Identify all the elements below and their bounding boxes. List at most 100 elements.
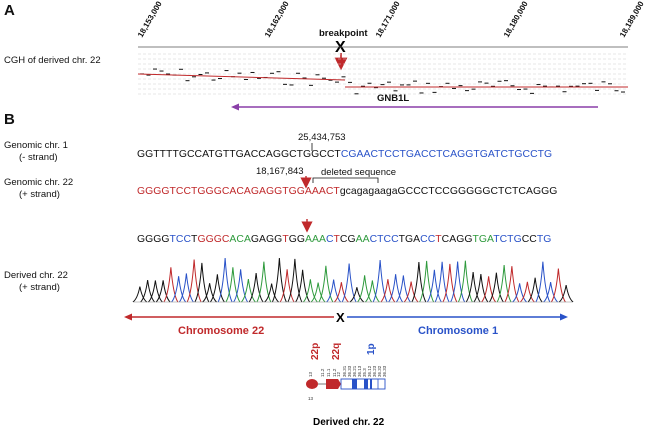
derived-seq-run: TGA (399, 234, 421, 245)
chromatogram-peak (481, 276, 496, 303)
chromatogram-peak (163, 267, 179, 303)
breakpoint-label: breakpoint (319, 28, 368, 39)
ideogram-label-1p: 1p (366, 343, 377, 355)
chromatogram-peak (395, 275, 411, 303)
chrom22-label: Chromosome 22 (178, 325, 264, 337)
coord-ticks: 18,153,000 18,162,000 18,171,000 18,180,… (136, 0, 646, 39)
chromatogram-peak (473, 273, 489, 303)
chromatogram-peak (357, 275, 373, 303)
chromatogram-peak (225, 267, 241, 303)
chrom1-arrowhead (560, 313, 568, 321)
chr1-seq-blue: CGAACTCCTGACCTCAGGTGATCTGCCTG (341, 149, 552, 160)
cgh-label: CGH of derived chr. 22 (4, 55, 101, 66)
chromatogram-peak (155, 280, 171, 303)
derived-label: Derived chr. 22 (4, 270, 68, 281)
chromatogram-peak (403, 281, 419, 303)
ideogram-band-22-12: 12 (336, 371, 341, 377)
derived-chromosome-ideogram: 22p 22q 1p 13 11.2 11.1 11.2 12 36.31 36… (306, 343, 387, 401)
derived-seq-run: CAGG (442, 234, 473, 245)
chromatogram-peak (365, 280, 380, 303)
gene-label: GNB1L (377, 93, 409, 104)
ideogram-band-1-a: 36.31 (342, 365, 347, 377)
derived-seq-run: T (435, 234, 442, 245)
chromatogram-peak (217, 258, 233, 303)
gene-span-arrowhead (231, 103, 239, 111)
derived-seq-run: GGGG (137, 234, 170, 245)
derived-strand-label: (+ strand) (19, 282, 60, 293)
chromatogram-peak (496, 264, 512, 303)
deleted-sequence-bracket (312, 177, 379, 183)
coord-tick-1: 18,153,000 (136, 0, 164, 39)
ideogram-band-3 (370, 379, 372, 389)
chromatogram-peak (426, 269, 442, 303)
chromatogram-peak (388, 274, 404, 303)
chr22-strand-label: (+ strand) (19, 189, 60, 200)
chr1-label: Genomic chr. 1 (4, 140, 68, 151)
derived-seq-run: TG (537, 234, 552, 245)
ideogram-label-22p: 22p (310, 343, 321, 360)
chromatogram-peak (318, 265, 334, 303)
chromatogram-peak (178, 273, 194, 303)
derived-seq-run: GAGG (251, 234, 282, 245)
chromatogram-peak (186, 259, 202, 303)
chr1-sequence: GGTTTTGCCATGTTGACCAGGCTGGCCTCGAACTCCTGAC… (137, 149, 552, 160)
derived-seq-run: TGA (472, 234, 494, 245)
chromatogram-peak (287, 258, 303, 303)
chromatogram-peak (520, 281, 535, 303)
chromatogram-peak (310, 282, 326, 303)
chromatogram-peak (295, 269, 311, 303)
chromatogram-peak (434, 261, 450, 303)
deleted-sequence-label: deleted sequence (321, 167, 396, 178)
derived-seq-run: T (282, 234, 289, 245)
derived-seq-run: CG (340, 234, 356, 245)
chrom22-arrowhead (124, 313, 132, 321)
ideogram-caption: Derived chr. 22 (313, 417, 385, 428)
chromatogram-peak (558, 284, 574, 303)
chromatogram-peak (233, 269, 249, 303)
derived-seq-run: CTCC (370, 234, 400, 245)
ideogram-band-1-d: 36.13 (357, 365, 362, 377)
chr22-coord: 18,167,843 (256, 166, 304, 177)
breakpoint-x-mark: X (335, 39, 346, 56)
derived-seq-run: CC (522, 234, 538, 245)
chromatogram-peak (543, 282, 558, 303)
ideogram-band-22-13-low: 13 (308, 396, 314, 401)
ideogram-label-22q: 22q (331, 343, 342, 360)
chr1-seq-black: GGTTTTGCCATGTTGACCAGGCTGGCCT (137, 149, 341, 160)
chromatogram-peak (334, 282, 349, 303)
cgh-gridlines (138, 53, 628, 95)
chromatogram-peak (504, 266, 520, 303)
ideogram-band-22-11-2b: 11.2 (332, 368, 337, 377)
ideogram-22q-arm (326, 379, 341, 389)
panel-b-label: B (4, 111, 15, 128)
chromatogram-peak (411, 262, 427, 303)
chromatogram-peak (264, 283, 279, 303)
chromatogram-peak (209, 274, 225, 303)
derived-seq-run: T (191, 234, 198, 245)
derived-seq-run: TCC (170, 234, 192, 245)
ideogram-chr1-arm (340, 378, 386, 390)
cgh-segment-left (137, 73, 346, 81)
chromatogram-peak (140, 280, 155, 303)
cgh-probe-marks (140, 68, 625, 95)
ideogram-22p-arm (306, 379, 318, 389)
coord-tick-4: 18,180,000 (502, 0, 530, 39)
derived-seq-run: C (326, 234, 334, 245)
chromatogram-peak (303, 279, 318, 303)
chromatogram-peak (380, 279, 396, 303)
derived-seq-run: GGGC (197, 234, 229, 245)
derived-seq-run: GG (289, 234, 305, 245)
chromatogram-peak (148, 280, 163, 303)
chr1-strand-label: (- strand) (19, 152, 58, 163)
ideogram-band-1 (352, 379, 357, 389)
chromatogram-peak (132, 286, 148, 303)
ideogram-band-1-b: 36.33 (347, 365, 352, 377)
ideogram-band-1-i: 36.33 (382, 365, 387, 377)
chromatogram-peak (372, 260, 388, 303)
panel-a-label: A (4, 2, 15, 19)
chromatogram-peak (419, 260, 435, 303)
chr22-sequence: GGGGTCCTGGGCACAGAGGTGGAAACTgcagagaagaGCC… (137, 186, 557, 197)
chromatogram-peak (341, 263, 357, 303)
chromatogram-peak (271, 258, 287, 303)
ideogram-band-1-f: 36.12 (367, 365, 372, 377)
